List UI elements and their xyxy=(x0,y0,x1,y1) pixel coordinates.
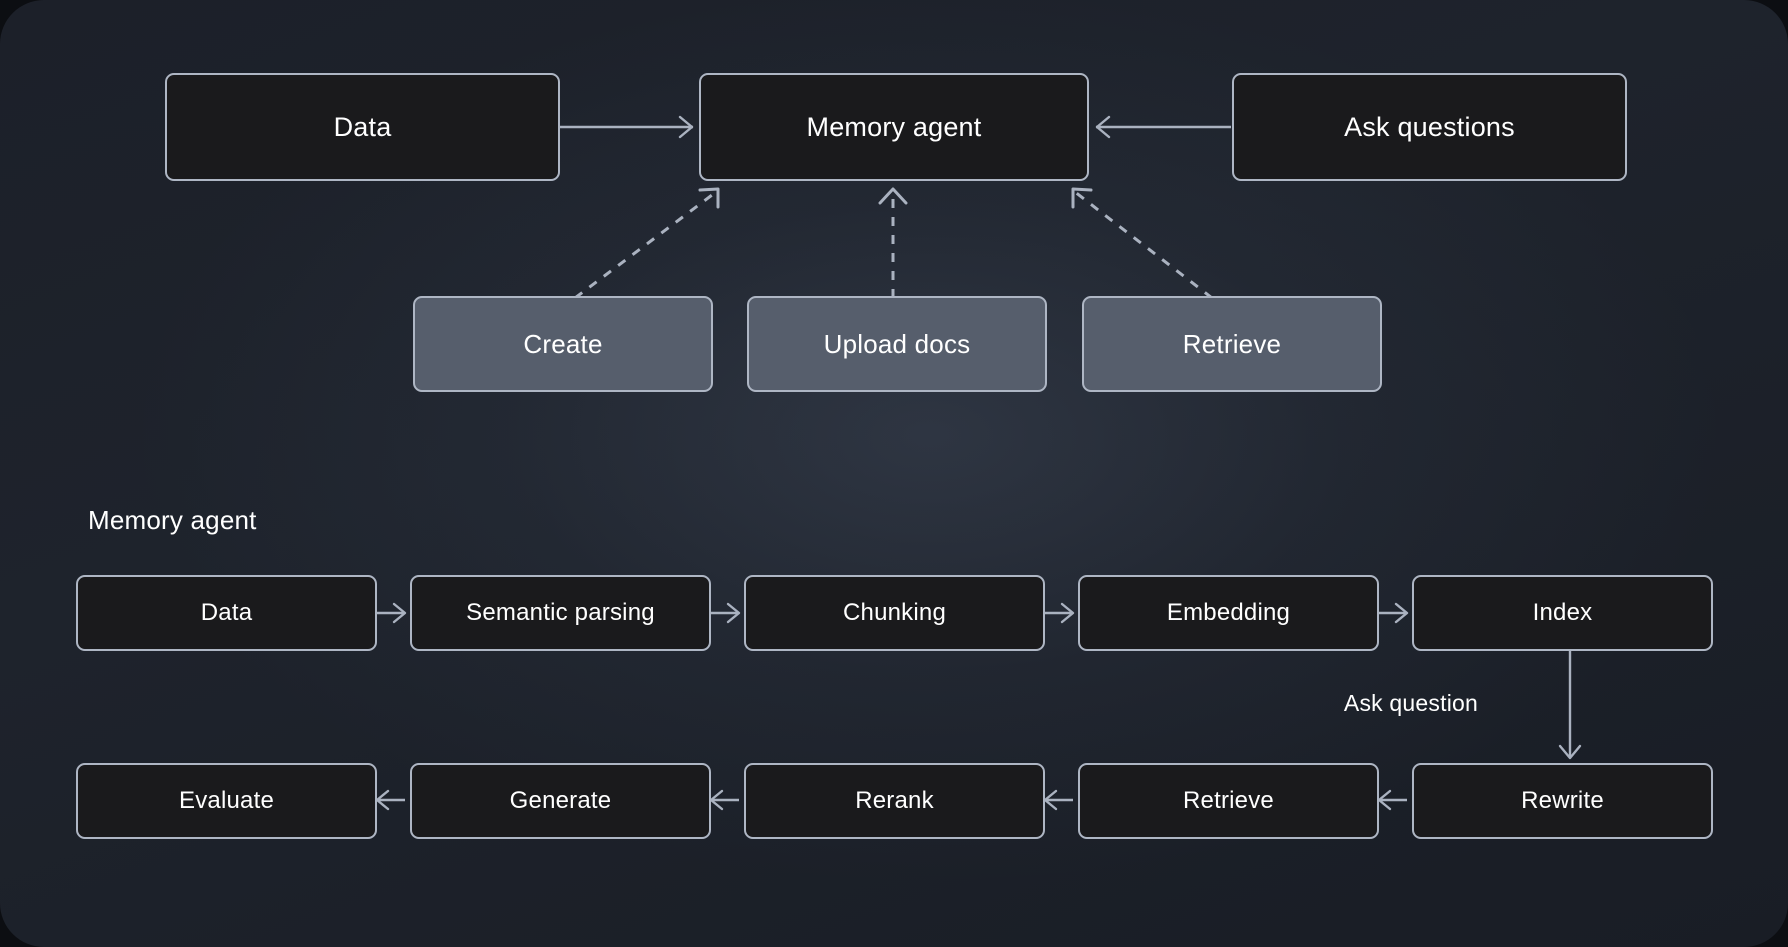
node-ask-questions[interactable]: Ask questions xyxy=(1232,73,1627,181)
node-label: Retrieve xyxy=(1182,328,1282,359)
node-memory-agent[interactable]: Memory agent xyxy=(699,73,1089,181)
node-label: Rewrite xyxy=(1521,787,1604,814)
pipeline-node-chunking[interactable]: Chunking xyxy=(744,575,1045,651)
pipeline-node-rewrite[interactable]: Rewrite xyxy=(1412,763,1713,839)
arrow-index-to-rewrite xyxy=(1558,650,1582,760)
arrow-data-to-memory-agent xyxy=(560,115,694,139)
pipeline-node-generate[interactable]: Generate xyxy=(410,763,711,839)
arrow-create-to-memory-agent xyxy=(574,187,720,300)
arrow-retrieve-to-memory-agent xyxy=(1071,187,1213,300)
arrow-chunking-to-embedding xyxy=(1045,602,1075,624)
pipeline-node-evaluate[interactable]: Evaluate xyxy=(76,763,377,839)
edge-label-ask-question: Ask question xyxy=(1343,690,1478,716)
arrow-embedding-to-index xyxy=(1379,602,1409,624)
node-label: Upload docs xyxy=(823,328,971,359)
node-create[interactable]: Create xyxy=(413,296,713,392)
node-label: Semantic parsing xyxy=(466,599,655,626)
arrow-upload-docs-to-memory-agent xyxy=(878,187,908,298)
pipeline-node-retrieve[interactable]: Retrieve xyxy=(1078,763,1379,839)
node-label: Memory agent xyxy=(806,111,982,142)
arrow-rerank-to-generate xyxy=(709,789,739,811)
node-label: Data xyxy=(333,111,392,142)
pipeline-node-data[interactable]: Data xyxy=(76,575,377,651)
node-data-top[interactable]: Data xyxy=(165,73,560,181)
pipeline-node-index[interactable]: Index xyxy=(1412,575,1713,651)
node-label: Create xyxy=(523,328,603,359)
arrow-retrieve-to-rerank xyxy=(1043,789,1073,811)
node-retrieve-top[interactable]: Retrieve xyxy=(1082,296,1382,392)
arrow-data-to-semantic-parsing xyxy=(377,602,407,624)
node-label: Evaluate xyxy=(179,787,274,814)
node-label: Index xyxy=(1532,599,1593,626)
node-label: Data xyxy=(200,599,253,626)
section-title-memory-agent: Memory agent xyxy=(88,505,257,535)
node-label: Retrieve xyxy=(1183,787,1274,814)
node-label: Embedding xyxy=(1166,599,1291,626)
arrow-generate-to-evaluate xyxy=(375,789,405,811)
arrow-ask-questions-to-memory-agent xyxy=(1095,115,1231,139)
node-upload-docs[interactable]: Upload docs xyxy=(747,296,1047,392)
pipeline-node-semantic-parsing[interactable]: Semantic parsing xyxy=(410,575,711,651)
pipeline-node-embedding[interactable]: Embedding xyxy=(1078,575,1379,651)
arrow-semantic-parsing-to-chunking xyxy=(711,602,741,624)
node-label: Ask questions xyxy=(1344,111,1515,142)
node-label: Rerank xyxy=(855,787,934,814)
pipeline-node-rerank[interactable]: Rerank xyxy=(744,763,1045,839)
node-label: Chunking xyxy=(842,599,946,626)
arrow-rewrite-to-retrieve xyxy=(1377,789,1407,811)
node-label: Generate xyxy=(509,787,612,814)
